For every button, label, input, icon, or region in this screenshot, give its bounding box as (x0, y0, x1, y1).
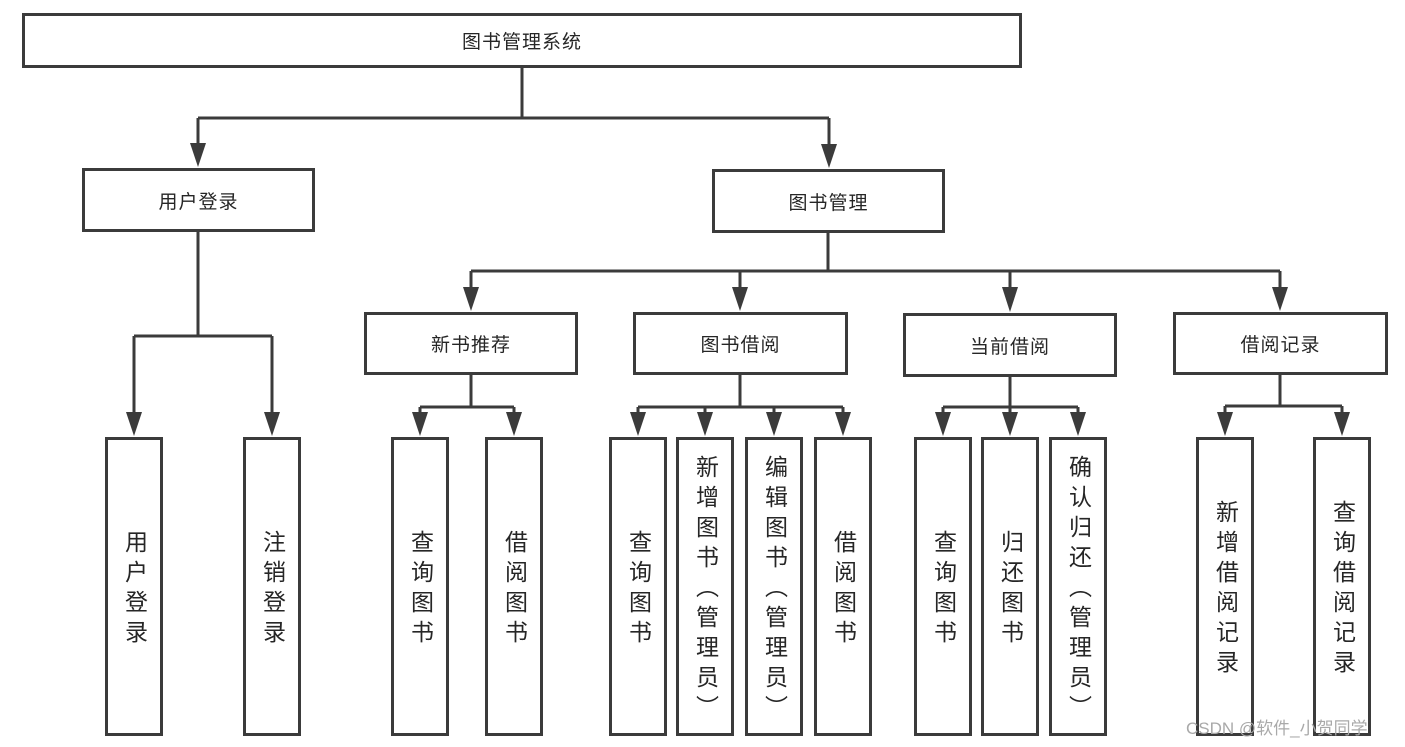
node-leaf-query-books-recommend: 查询图书 (391, 437, 449, 736)
node-leaf-query-books-borrowing: 查询图书 (609, 437, 667, 736)
node-borrowing-records: 借阅记录 (1173, 312, 1388, 375)
node-label: 确认归还（管理员） (1065, 455, 1092, 725)
node-label: 查询借阅记录 (1329, 500, 1356, 680)
node-label: 借阅图书 (830, 530, 857, 650)
node-label: 图书管理系统 (461, 32, 582, 53)
node-label: 图书管理 (788, 192, 869, 214)
node-leaf-add-book-admin: 新增图书（管理员） (676, 437, 734, 736)
node-leaf-borrow-books-recommend: 借阅图书 (485, 437, 543, 736)
node-book-borrowing: 图书借阅 (633, 312, 848, 375)
node-current-borrowing: 当前借阅 (903, 313, 1117, 377)
node-label: 新增借阅记录 (1212, 500, 1239, 680)
node-leaf-query-books-current: 查询图书 (914, 437, 972, 736)
node-leaf-return-books: 归还图书 (981, 437, 1039, 736)
node-label: 查询图书 (625, 530, 652, 650)
node-label: 当前借阅 (969, 336, 1050, 358)
node-label: 用户登录 (158, 191, 239, 213)
node-label: 图书借阅 (700, 335, 781, 356)
node-leaf-confirm-return-admin: 确认归还（管理员） (1049, 437, 1107, 736)
node-label: 编辑图书（管理员） (761, 455, 788, 725)
node-leaf-logout: 注销登录 (243, 437, 301, 736)
node-library-management-system: 图书管理系统 (22, 13, 1022, 68)
node-book-management: 图书管理 (712, 169, 945, 233)
node-new-book-recommend: 新书推荐 (364, 312, 578, 375)
node-label: 查询图书 (930, 530, 957, 650)
node-label: 注销登录 (259, 530, 286, 650)
node-label: 新增图书（管理员） (692, 455, 719, 725)
node-leaf-edit-book-admin: 编辑图书（管理员） (745, 437, 803, 736)
node-leaf-add-borrow-record: 新增借阅记录 (1196, 437, 1254, 736)
node-user-login: 用户登录 (82, 168, 315, 232)
node-leaf-query-borrow-record: 查询借阅记录 (1313, 437, 1371, 736)
node-label: 借阅图书 (501, 530, 528, 650)
csdn-watermark: CSDN @软件_小贺同学 (1186, 719, 1368, 738)
node-label: 借阅记录 (1240, 335, 1321, 356)
node-label: 新书推荐 (430, 335, 511, 356)
node-label: 用户登录 (121, 530, 148, 650)
node-leaf-borrow-books: 借阅图书 (814, 437, 872, 736)
node-label: 归还图书 (997, 530, 1024, 650)
node-label: 查询图书 (407, 530, 434, 650)
node-leaf-user-login: 用户登录 (105, 437, 163, 736)
